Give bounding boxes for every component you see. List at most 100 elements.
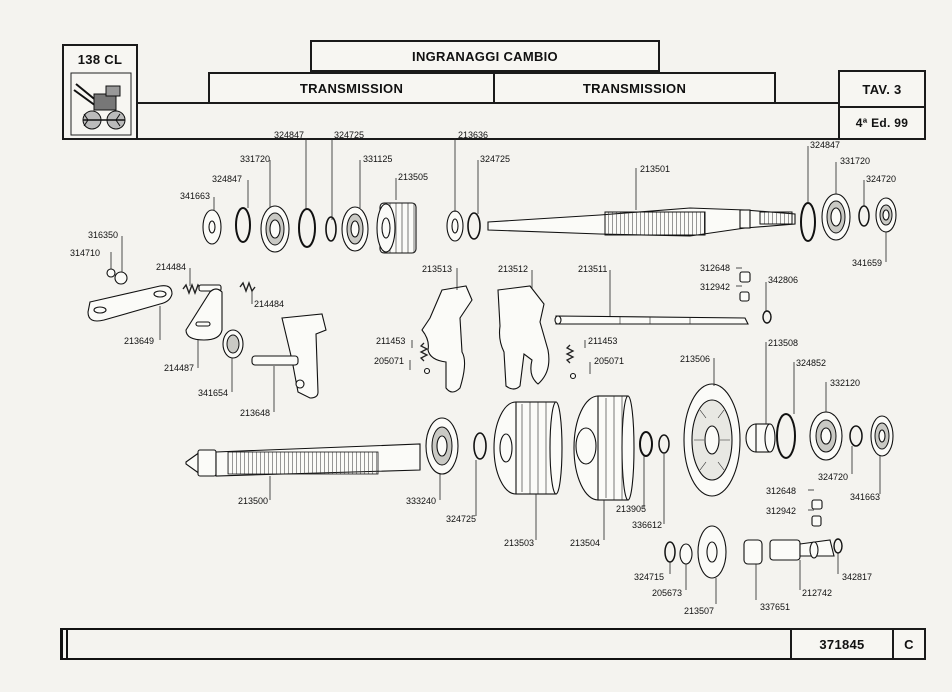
label-l48: 324715: [634, 572, 664, 582]
footer-rule-bottom: [60, 658, 926, 660]
label-l23: 213513: [422, 264, 452, 274]
label-l28: 342806: [768, 275, 798, 285]
seal-341659: [875, 197, 897, 233]
ball-205071-b: [569, 372, 577, 380]
washer-314710: [106, 268, 116, 278]
label-l09: 341663: [180, 191, 210, 201]
circlip-324847-c: [800, 202, 816, 242]
label-l05: 331125: [363, 154, 392, 164]
ring-324725-a: [325, 216, 337, 242]
footer-code-box: 371845: [790, 628, 894, 660]
label-l08: 213505: [398, 172, 428, 182]
ring-336612: [658, 434, 670, 454]
bearing-331720-b: [821, 193, 851, 241]
label-l22: 213648: [240, 408, 270, 418]
label-l21: 341654: [198, 388, 228, 398]
label-l43: 336612: [632, 520, 662, 530]
table-box: TAV. 3 4ª Ed. 99: [838, 70, 926, 140]
label-l45: 341663: [850, 492, 880, 502]
main-shaft-213501: [487, 207, 796, 237]
label-l29: 211453: [376, 336, 405, 346]
bearing-331125: [341, 206, 369, 252]
ring-342817: [833, 538, 843, 554]
gear-213503: [493, 401, 563, 495]
label-l46: 312648: [766, 486, 796, 496]
model-box: 138 CL: [62, 44, 138, 140]
circlip-324847-b: [298, 208, 316, 248]
header-title-fr: TRANSMISSION: [582, 80, 687, 96]
label-l02: 324725: [334, 130, 364, 140]
label-l47: 312942: [766, 506, 796, 516]
lever-213649: [87, 285, 173, 322]
plate-214487: [185, 288, 223, 341]
plug-312648-b: [811, 499, 823, 510]
label-l53: 342817: [842, 572, 872, 582]
tiller-thumbnail: [70, 72, 132, 136]
ring-324720-b: [849, 425, 863, 447]
label-l16: 314710: [70, 248, 100, 258]
rod-213511: [554, 315, 749, 325]
hub-213508: [745, 423, 776, 453]
seal-341663: [870, 415, 894, 457]
fork-213513: [421, 285, 473, 393]
label-l30: 205071: [374, 356, 404, 366]
label-l37: 213500: [238, 496, 268, 506]
pinion-shaft-213500: [185, 443, 421, 477]
header-title-fr-box: TRANSMISSION: [493, 72, 776, 104]
upper-shaft-group: [202, 193, 897, 254]
label-l06: 324725: [480, 154, 510, 164]
bracket-213648: [281, 313, 327, 399]
bearing-333240: [425, 417, 459, 475]
label-l10: 213501: [640, 164, 670, 174]
ring-324715: [664, 541, 676, 563]
footer-line-left2: [66, 628, 68, 660]
label-l33: 213506: [680, 354, 710, 364]
gear-213507: [697, 525, 727, 579]
label-l12: 331720: [840, 156, 870, 166]
label-l26: 312648: [700, 263, 730, 273]
label-l40: 213503: [504, 538, 534, 548]
label-l25: 213511: [578, 264, 607, 274]
label-l41: 213504: [570, 538, 600, 548]
ring-324720-a: [858, 205, 870, 227]
fork-group: [419, 271, 772, 393]
circlip-324847-a: [235, 207, 251, 243]
edition-label: 4ª Ed. 99: [855, 116, 909, 130]
label-l49: 205673: [652, 588, 682, 598]
linkage-group: [87, 268, 327, 399]
label-l35: 324852: [796, 358, 826, 368]
spring-214484-a: [182, 283, 202, 295]
label-l36: 332120: [830, 378, 860, 388]
ring-324725-b: [467, 212, 481, 240]
bush-337651: [743, 539, 763, 565]
label-l32: 205071: [594, 356, 624, 366]
label-l14: 341659: [852, 258, 882, 268]
ball-205071-a: [423, 367, 431, 375]
footer-letter-box: C: [892, 628, 926, 660]
label-l44: 324720: [818, 472, 848, 482]
label-l04: 331720: [240, 154, 270, 164]
header-title-it-box: INGRANAGGI CAMBIO: [310, 40, 660, 72]
gear-213505: [376, 202, 417, 254]
label-l24: 213512: [498, 264, 528, 274]
bearing-332120: [809, 411, 843, 461]
spring-312942-a: [739, 291, 750, 302]
circlip-324852: [776, 413, 796, 459]
gear-213506: [683, 383, 741, 497]
label-l27: 312942: [700, 282, 730, 292]
label-l13: 324720: [866, 174, 896, 184]
leader-lines: [110, 138, 887, 604]
bearing-341654: [222, 329, 244, 359]
washer-205673: [679, 543, 693, 565]
spring-214484-b: [239, 281, 256, 293]
bottom-gear-group: [664, 525, 843, 579]
label-l17: 214484: [156, 262, 186, 272]
footer-code: 371845: [819, 636, 865, 652]
nut-316350: [114, 271, 128, 285]
part-labels: 324847 324725 213636 331720 331125 32472…: [70, 130, 896, 616]
label-l34: 213508: [768, 338, 798, 348]
header-title-it: INGRANAGGI CAMBIO: [412, 48, 558, 64]
footer-line-left: [60, 628, 63, 660]
label-l39: 324725: [446, 514, 476, 524]
ring-342806: [762, 310, 772, 324]
